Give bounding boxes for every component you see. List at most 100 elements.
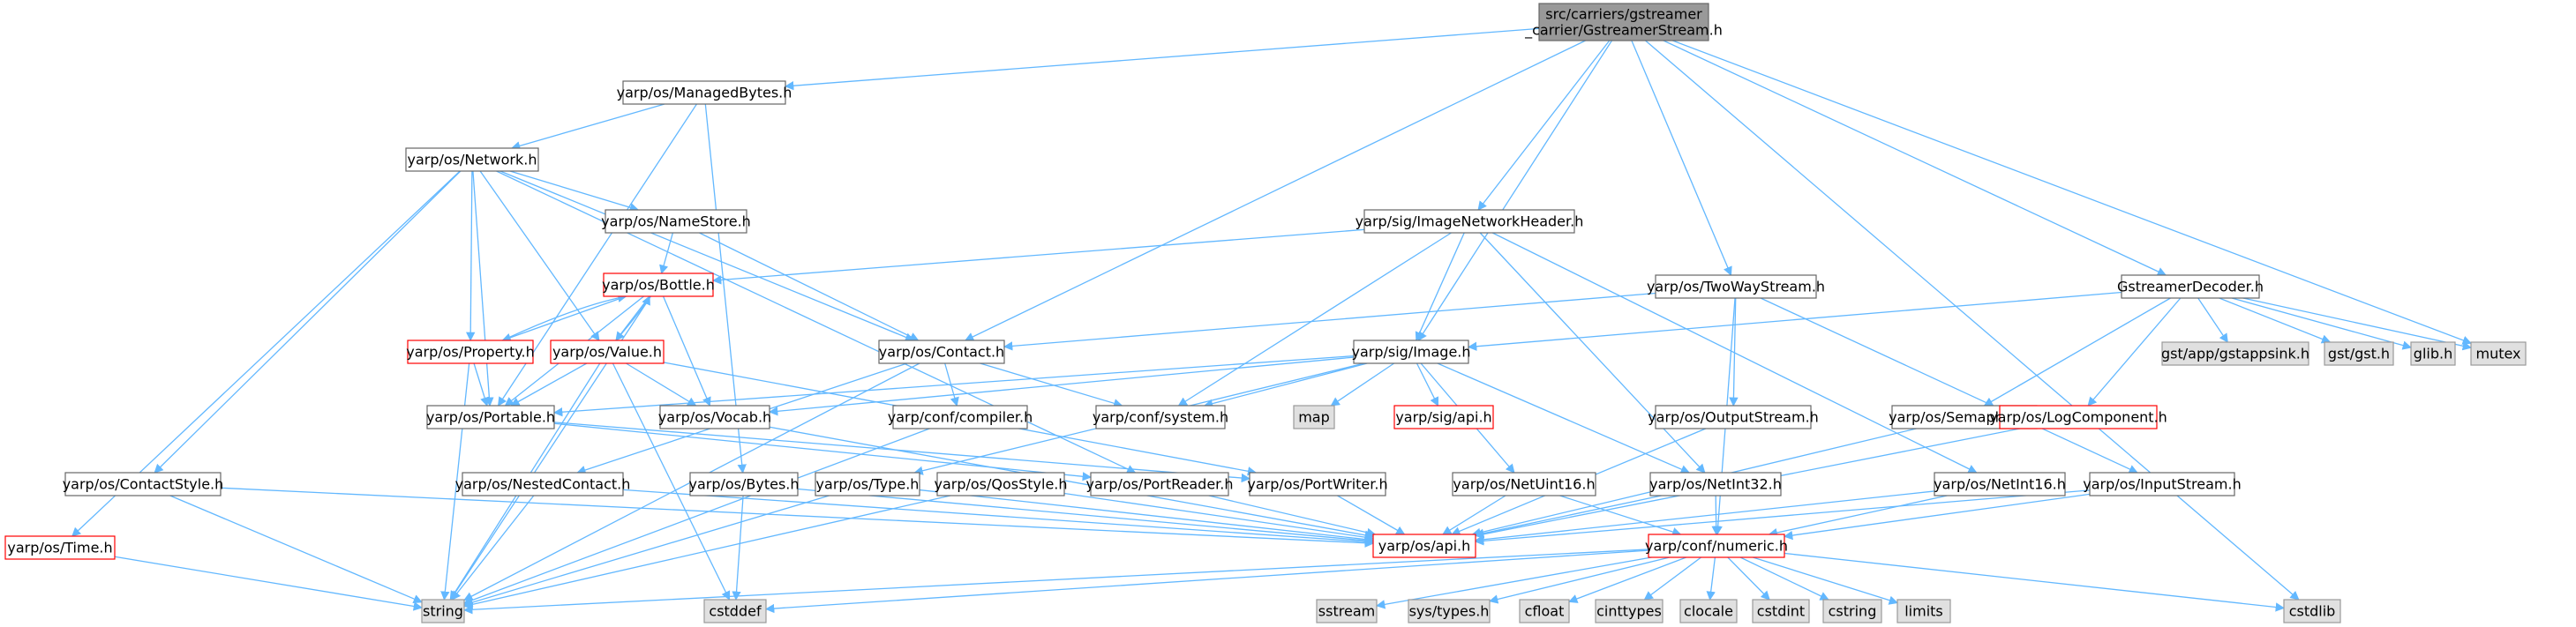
node-box-glib [2410,341,2456,366]
edge-network-to-property [466,170,476,342]
node-box-gst [2324,341,2394,366]
node-label-system: yarp/conf/system.h [1093,409,1228,426]
node-root[interactable]: src/carriers/gstreamer_carrier/Gstreamer… [1524,3,1723,41]
node-label-clocale: clocale [1684,603,1733,620]
node-box-contact [878,340,1005,364]
edge-numeric-to-cstddef [764,549,1649,614]
node-contact[interactable]: yarp/os/Contact.h [878,340,1005,364]
edge-numeric-to-string [462,549,1649,615]
node-contactstyle[interactable]: yarp/os/ContactStyle.h [63,472,224,496]
edge-image-to-map [1330,362,1395,407]
node-inputstream[interactable]: yarp/os/InputStream.h [2083,472,2242,496]
edge-bottle-to-string [450,295,651,601]
node-label-twowaystream: yarp/os/TwoWayStream.h [1647,279,1825,295]
edge-root-to-twowaystream [1631,40,1732,276]
edge-type-to-osapi [919,489,1375,544]
node-twowaystream[interactable]: yarp/os/TwoWayStream.h [1647,274,1825,299]
edge-qosstyle-to-osapi [1063,492,1375,542]
node-box-cfloat [1519,599,1570,623]
node-vocab[interactable]: yarp/os/Vocab.h [658,405,771,429]
edge-nestedcontact-to-string [451,495,535,601]
edge-bytes-to-cstddef [732,495,744,601]
node-box-netuint16 [1452,472,1596,496]
edge-managedbytes-to-network [510,103,665,151]
node-managedbytes[interactable]: yarp/os/ManagedBytes.h [617,80,792,105]
node-osapi[interactable]: yarp/os/api.h [1372,534,1476,558]
edge-root-to-contact [964,40,1586,341]
node-label-contactstyle: yarp/os/ContactStyle.h [63,476,224,493]
node-label-logcomponent: yarp/os/LogComponent.h [1989,409,2167,426]
node-cfloat: cfloat [1519,599,1570,623]
node-netint32[interactable]: yarp/os/NetInt32.h [1649,472,1782,496]
node-box-network [405,147,539,172]
node-netuint16[interactable]: yarp/os/NetUint16.h [1452,472,1596,496]
edge-netint16-to-osapi [1474,490,1935,544]
node-namestore[interactable]: yarp/os/NameStore.h [601,209,751,234]
node-label-sstream: sstream [1318,603,1375,620]
edge-numeric-to-cfloat [1568,556,1686,603]
node-box-mutex [2470,341,2527,366]
edge-numeric-to-cstdlib [1784,552,2286,612]
edge-root-to-cstdlib [1645,40,2300,601]
edge-type-to-string [463,495,830,608]
edge-bytes-to-osapi [797,488,1375,546]
node-gstreamerdecoder[interactable]: GstreamerDecoder.h [2117,274,2264,299]
node-portreader[interactable]: yarp/os/PortReader.h [1085,472,1234,496]
node-type[interactable]: yarp/os/Type.h [815,472,920,496]
edge-gstreamerdecoder-to-mutex [2242,297,2473,351]
node-cstring: cstring [1822,599,1882,623]
node-network[interactable]: yarp/os/Network.h [405,147,539,172]
node-numeric[interactable]: yarp/conf/numeric.h [1645,534,1788,558]
edge-root-to-gstreamerdecoder [1663,40,2167,276]
node-clocale: clocale [1679,599,1738,623]
node-box-gstreamerdecoder [2121,274,2260,299]
node-outputstream[interactable]: yarp/os/OutputStream.h [1648,405,1819,429]
node-portable[interactable]: yarp/os/Portable.h [426,405,555,429]
node-imagenetworkheader[interactable]: yarp/sig/ImageNetworkHeader.h [1356,209,1584,234]
node-compiler[interactable]: yarp/conf/compiler.h [888,405,1033,429]
edge-numeric-to-cinttypes [1643,556,1701,601]
node-bytes[interactable]: yarp/os/Bytes.h [688,472,800,496]
node-property[interactable]: yarp/os/Property.h [406,340,535,364]
node-logcomponent[interactable]: yarp/os/LogComponent.h [1989,405,2167,429]
node-time[interactable]: yarp/os/Time.h [4,535,116,560]
node-bottle[interactable]: yarp/os/Bottle.h [602,272,715,297]
node-cstddef: cstddef [703,599,767,623]
node-label-portreader: yarp/os/PortReader.h [1085,476,1233,493]
node-box-inputstream [2089,472,2235,496]
edge-gstreamerdecoder-to-image [1467,291,2122,351]
edge-inputstream-to-numeric [1783,493,2091,541]
node-box-netint16 [1934,472,2066,496]
edge-namestore-to-contact [699,232,920,341]
node-box-cstring [1822,599,1882,623]
node-mutex: mutex [2470,341,2527,366]
node-label-type: yarp/os/Type.h [816,476,920,493]
node-sigapi[interactable]: yarp/sig/api.h [1393,405,1494,429]
edge-image-to-portable [552,355,1355,417]
node-box-type [815,472,920,496]
node-box-root [1538,3,1709,41]
node-image[interactable]: yarp/sig/Image.h [1351,340,1471,364]
node-box-map [1293,405,1335,429]
node-value[interactable]: yarp/os/Value.h [550,340,665,364]
edge-twowaystream-to-outputstream [1729,297,1739,407]
edge-value-to-portable [510,362,588,407]
node-label-namestore: yarp/os/NameStore.h [601,213,751,230]
node-system[interactable]: yarp/conf/system.h [1093,405,1228,429]
node-box-portreader [1090,472,1229,496]
node-label-netint32: yarp/os/NetInt32.h [1649,476,1782,493]
edge-portwriter-to-osapi [1337,495,1406,535]
edge-image-to-system [1203,362,1368,408]
node-label-systypes: sys/types.h [1409,603,1490,620]
node-qosstyle[interactable]: yarp/os/QosStyle.h [934,472,1068,496]
edge-contactstyle-to-string [169,495,423,603]
node-box-sigapi [1393,405,1494,429]
edge-time-to-string [114,556,424,611]
node-nestedcontact[interactable]: yarp/os/NestedContact.h [455,472,631,496]
edge-property-to-portable [473,362,490,407]
node-box-bytes [689,472,799,496]
edge-value-to-bottle [615,295,650,341]
node-portwriter[interactable]: yarp/os/PortWriter.h [1247,472,1388,496]
node-gstappsink: gst/app/gstappsink.h [2161,341,2309,366]
node-netint16[interactable]: yarp/os/NetInt16.h [1934,472,2066,496]
